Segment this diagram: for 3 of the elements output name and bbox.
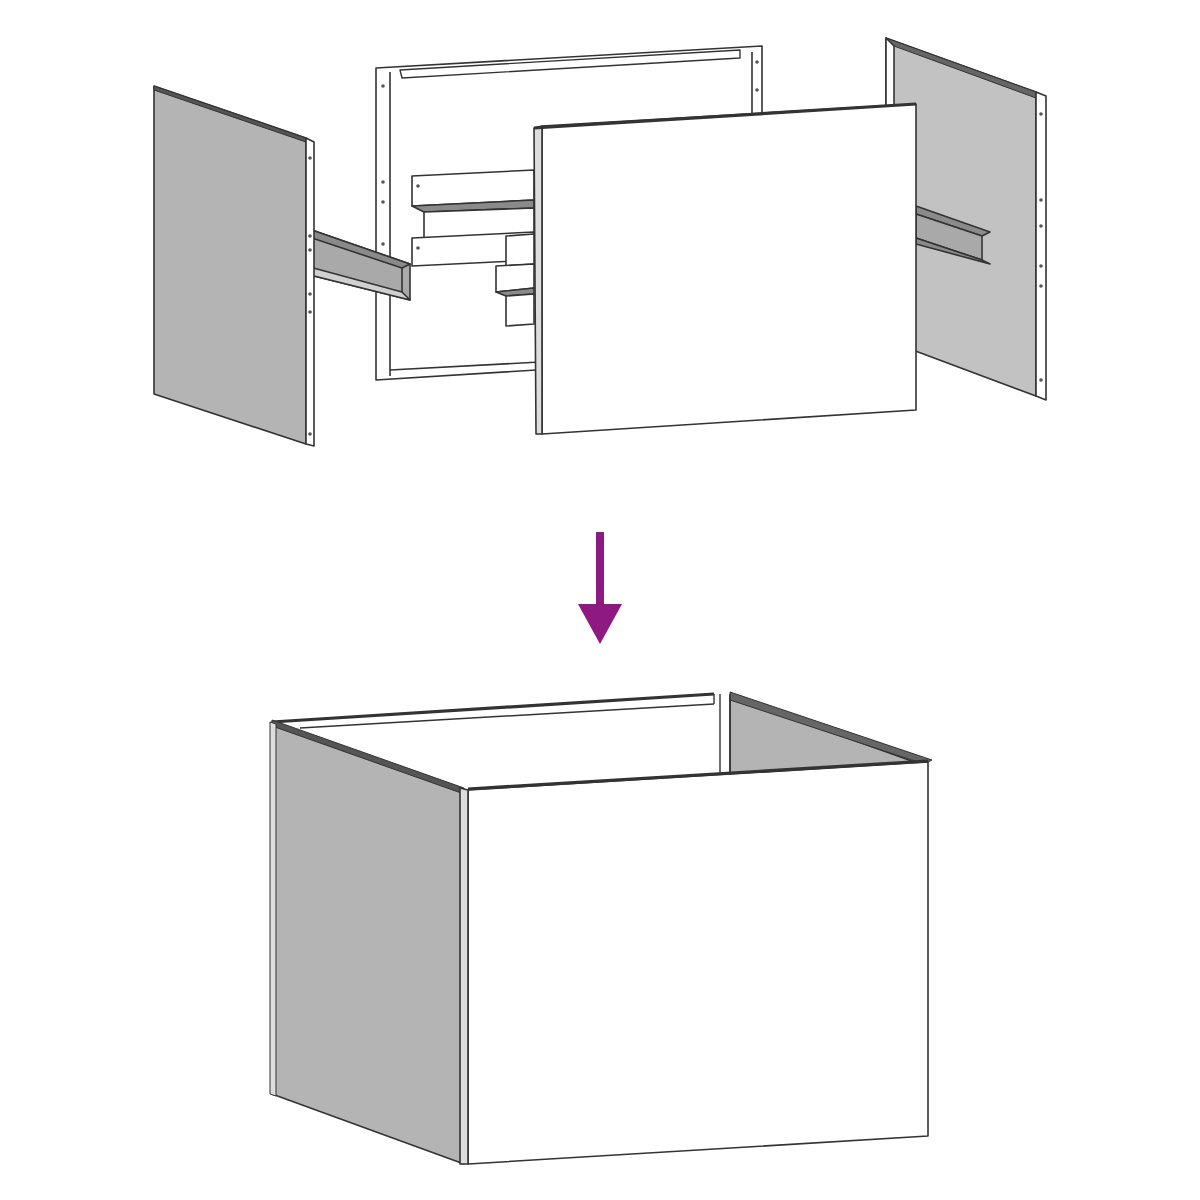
assembled-box-drawing [266,688,934,1168]
exploded-panels-drawing [148,32,1052,450]
arrow [578,532,622,644]
